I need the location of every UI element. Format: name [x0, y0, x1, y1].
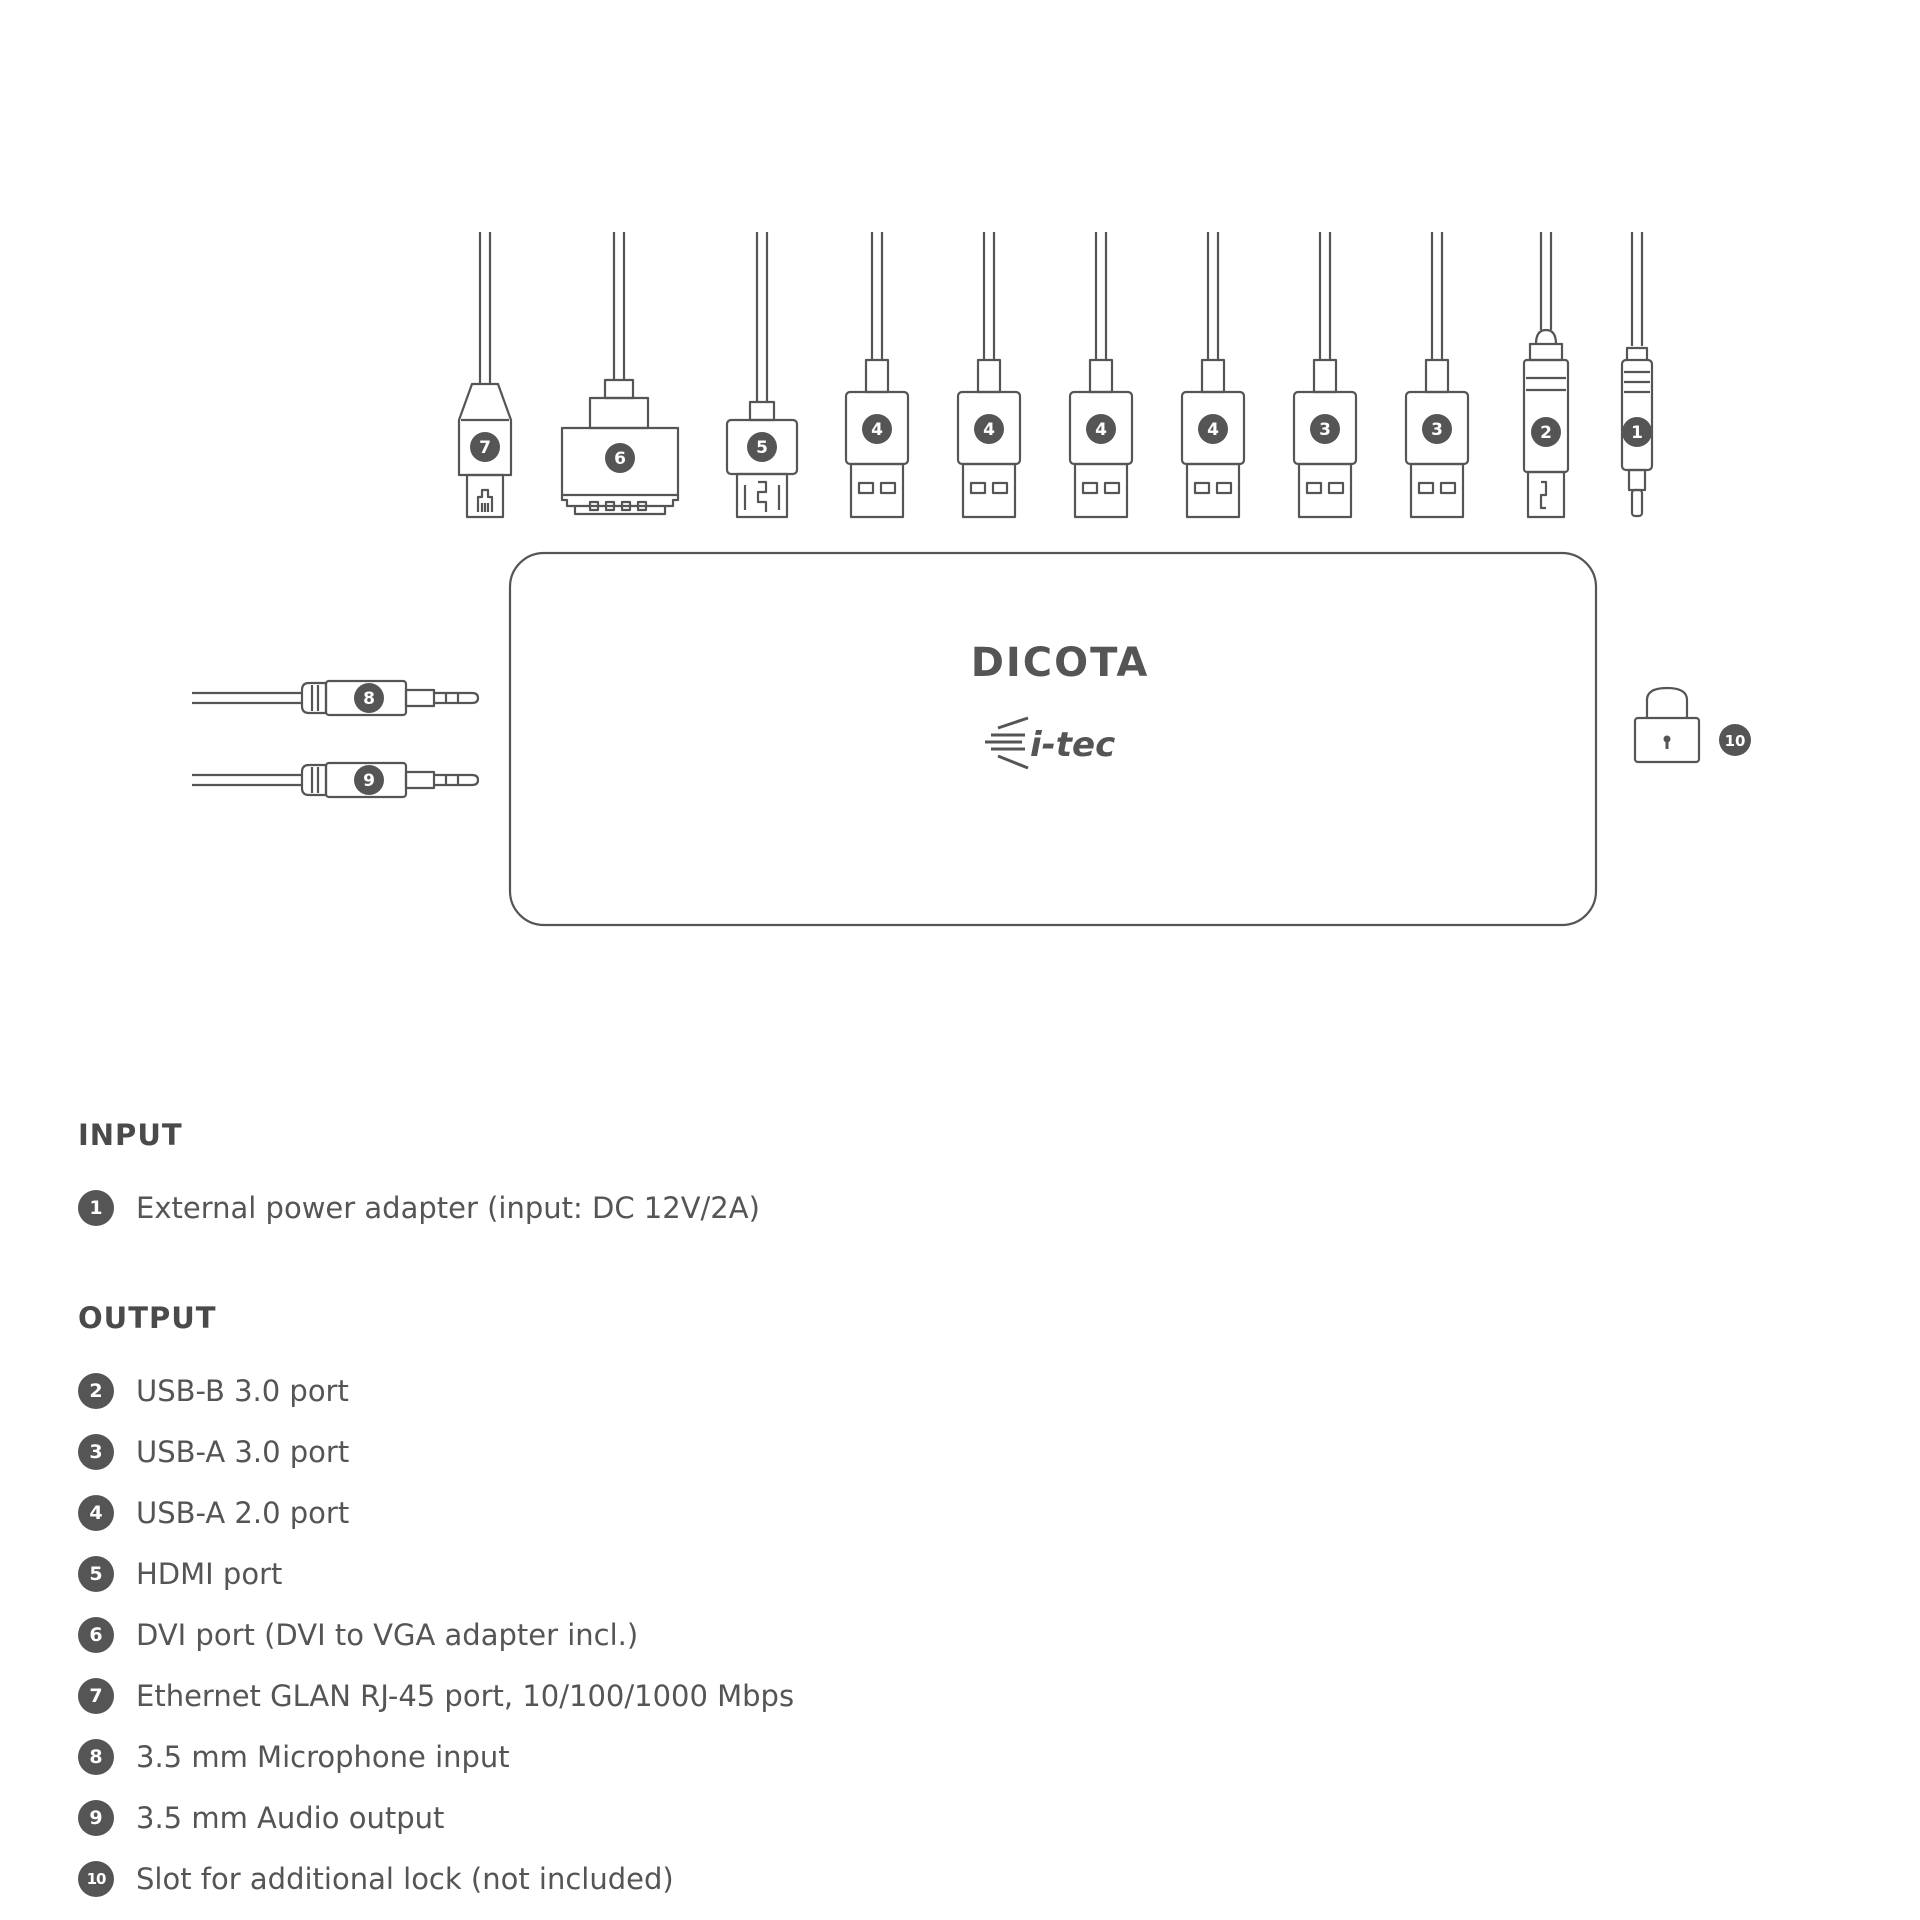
legend-item: 6 DVI port (DVI to VGA adapter incl.)	[78, 1604, 1778, 1665]
rj45-plug-icon	[457, 232, 513, 519]
usb-a-plug-icon	[1292, 232, 1358, 519]
number-badge: 3	[1310, 414, 1340, 444]
legend-item-label: 3.5 mm Audio output	[136, 1800, 445, 1835]
number-badge: 1	[78, 1189, 114, 1226]
audio-jack-icon	[192, 679, 480, 717]
number-badge: 4	[78, 1494, 114, 1531]
number-badge: 3	[78, 1433, 114, 1470]
badge-number: 3	[1319, 420, 1331, 440]
output-list: 2 USB-B 3.0 port 3 USB-A 3.0 port 4 USB-A 2.0…	[78, 1360, 1778, 1909]
dicota-logo: DICOTA	[971, 640, 1150, 686]
badge-number: 9	[363, 771, 375, 791]
legend-item: 10 Slot for additional lock (not included…	[78, 1848, 1778, 1909]
legend-item: 4 USB-A 2.0 port	[78, 1482, 1778, 1543]
number-badge: 9	[78, 1799, 114, 1836]
number-badge: 10	[78, 1860, 114, 1897]
legend-item-label: Slot for additional lock (not included)	[136, 1861, 674, 1896]
badge-number: 4	[1207, 420, 1219, 440]
number-badge: 10	[1719, 724, 1751, 756]
number-badge: 4	[974, 414, 1004, 444]
number-badge: 6	[605, 443, 635, 473]
dc-power-plug-icon	[1620, 232, 1654, 518]
badge-number: 8	[363, 689, 375, 709]
badge-number: 3	[1431, 420, 1443, 440]
number-badge: 1	[1622, 417, 1652, 447]
legend-item: 2 USB-B 3.0 port	[78, 1360, 1778, 1421]
i-tec-wordmark: i-tec	[1030, 725, 1115, 765]
usb-a-plug-icon	[956, 232, 1022, 519]
legend-item: 7 Ethernet GLAN RJ-45 port, 10/100/1000 M…	[78, 1665, 1778, 1726]
usb-b-plug-icon	[1522, 232, 1570, 519]
legend-item-label: External power adapter (input: DC 12V/2A…	[136, 1190, 760, 1225]
docking-station-diagram: 7 6 5 4 4 4 4 3 3 2 1 8 9 10 DICOTA i-tec	[192, 232, 1751, 927]
badge-number: 2	[1540, 423, 1552, 443]
i-tec-logo: i-tec	[985, 716, 1115, 770]
audio-jack-icon	[192, 761, 480, 799]
legend-item-label: USB-A 2.0 port	[136, 1495, 350, 1530]
number-badge: 7	[470, 432, 500, 462]
number-badge: 2	[78, 1372, 114, 1409]
legend-item-label: Ethernet GLAN RJ-45 port, 10/100/1000 Mb…	[136, 1678, 795, 1713]
badge-number: 4	[871, 420, 883, 440]
number-badge: 9	[354, 765, 384, 795]
badge-number: 7	[479, 438, 491, 458]
badge-number: 6	[614, 449, 626, 469]
badge-number: 5	[756, 438, 768, 458]
dock-body	[508, 551, 1598, 927]
legend-item-label: HDMI port	[136, 1556, 283, 1591]
usb-a-plug-icon	[1404, 232, 1470, 519]
legend-item: 3 USB-A 3.0 port	[78, 1421, 1778, 1482]
usb-a-plug-icon	[1180, 232, 1246, 519]
number-badge: 4	[862, 414, 892, 444]
number-badge: 4	[1086, 414, 1116, 444]
number-badge: 6	[78, 1616, 114, 1653]
legend-item: 9 3.5 mm Audio output	[78, 1787, 1778, 1848]
number-badge: 5	[747, 432, 777, 462]
padlock-icon	[1633, 686, 1701, 764]
number-badge: 4	[1198, 414, 1228, 444]
legend-item-label: USB-A 3.0 port	[136, 1434, 350, 1469]
badge-number: 10	[1725, 732, 1746, 750]
number-badge: 5	[78, 1555, 114, 1592]
legend-item-label: DVI port (DVI to VGA adapter incl.)	[136, 1617, 639, 1652]
number-badge: 2	[1531, 417, 1561, 447]
number-badge: 8	[354, 683, 384, 713]
usb-a-plug-icon	[844, 232, 910, 519]
hdmi-plug-icon	[725, 232, 799, 519]
output-section-title: OUTPUT	[78, 1301, 217, 1335]
legend: INPUT 1 External power adapter (input: DC…	[78, 1115, 1778, 1909]
legend-item-label: USB-B 3.0 port	[136, 1373, 349, 1408]
badge-number: 4	[983, 420, 995, 440]
legend-item: 5 HDMI port	[78, 1543, 1778, 1604]
legend-item: 8 3.5 mm Microphone input	[78, 1726, 1778, 1787]
input-section-title: INPUT	[78, 1118, 183, 1152]
legend-item-label: 3.5 mm Microphone input	[136, 1739, 510, 1774]
number-badge: 8	[78, 1738, 114, 1775]
dvi-plug-icon	[560, 232, 680, 516]
badge-number: 4	[1095, 420, 1107, 440]
legend-item: 1 External power adapter (input: DC 12V/2…	[78, 1177, 1778, 1238]
badge-number: 1	[1631, 423, 1643, 443]
usb-a-plug-icon	[1068, 232, 1134, 519]
input-list: 1 External power adapter (input: DC 12V/2…	[78, 1177, 1778, 1238]
number-badge: 3	[1422, 414, 1452, 444]
number-badge: 7	[78, 1677, 114, 1714]
